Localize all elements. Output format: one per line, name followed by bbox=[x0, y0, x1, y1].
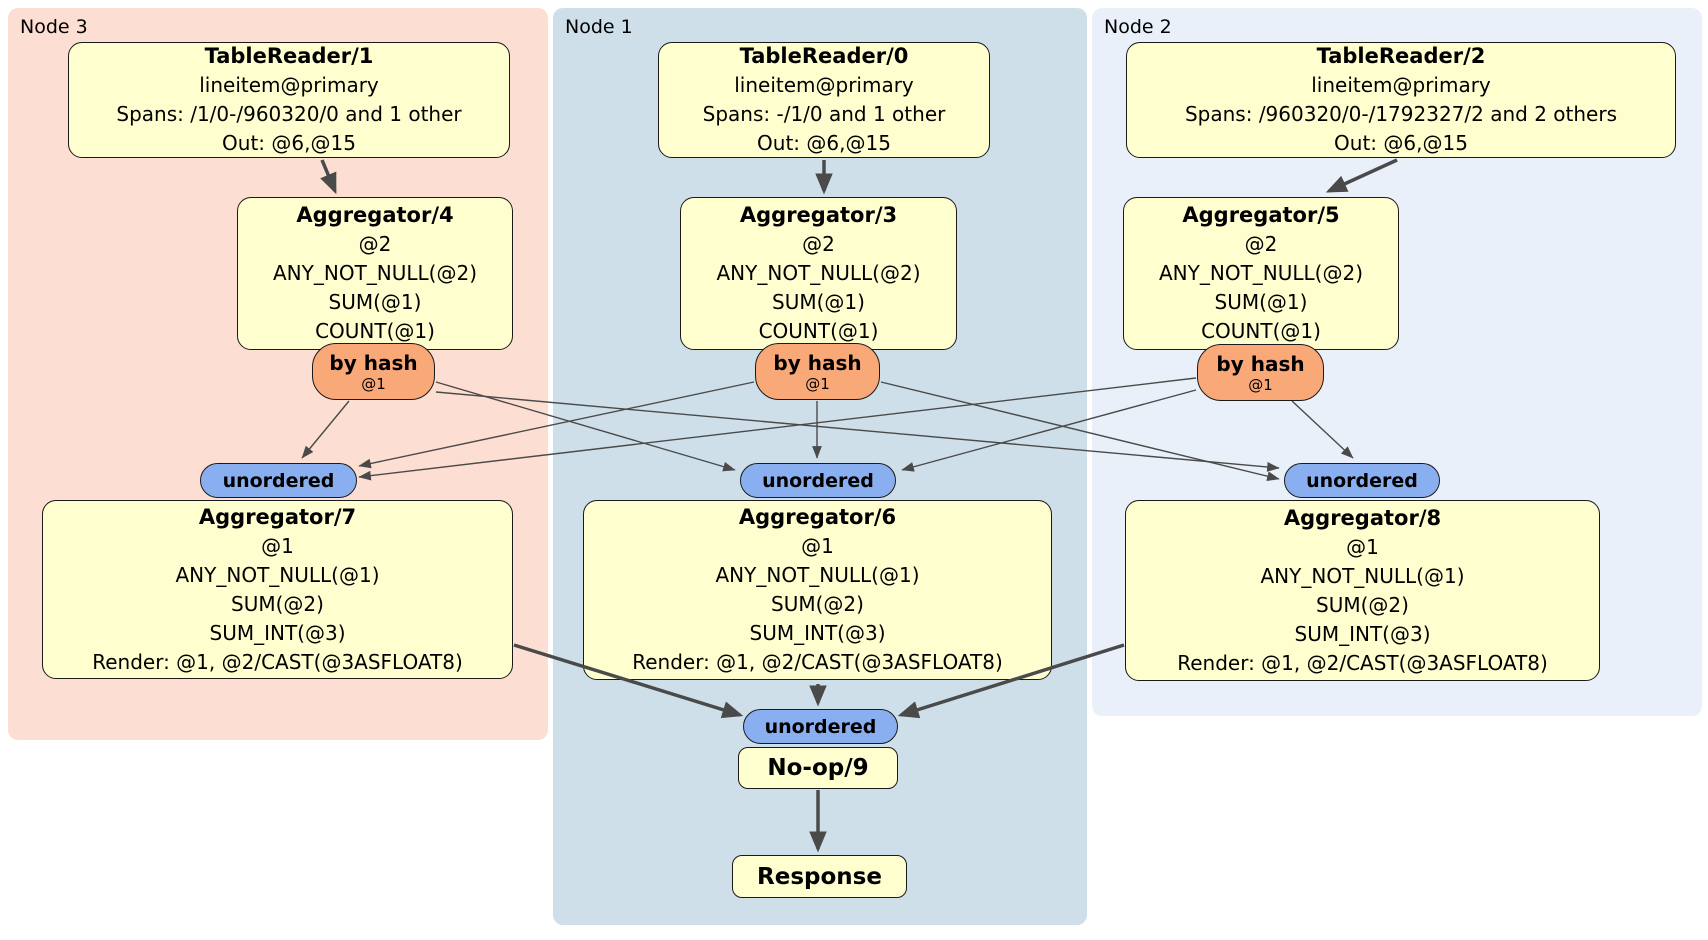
agg-fn: COUNT(@1) bbox=[315, 319, 435, 343]
response-node: Response bbox=[732, 855, 907, 898]
processor-index: lineitem@primary bbox=[1311, 73, 1491, 97]
processor-tablereader-0: TableReader/0 lineitem@primary Spans: -/… bbox=[658, 42, 990, 158]
agg-fn: ANY_NOT_NULL(@2) bbox=[716, 261, 921, 285]
processor-aggregator-5: Aggregator/5 @2 ANY_NOT_NULL(@2) SUM(@1)… bbox=[1123, 197, 1399, 350]
agg-fn: SUM_INT(@3) bbox=[209, 620, 346, 645]
agg-fn: SUM(@1) bbox=[1214, 290, 1308, 314]
agg-fn: COUNT(@1) bbox=[758, 319, 879, 343]
router-key: @1 bbox=[805, 374, 830, 393]
router-label: by hash bbox=[329, 350, 418, 375]
processor-tablereader-2: TableReader/2 lineitem@primary Spans: /9… bbox=[1126, 42, 1676, 158]
processor-aggregator-8: Aggregator/8 @1 ANY_NOT_NULL(@1) SUM(@2)… bbox=[1125, 500, 1600, 681]
group-key: @1 bbox=[1346, 534, 1379, 559]
processor-spans: Spans: /1/0-/960320/0 and 1 other bbox=[116, 102, 462, 126]
processor-aggregator-6: Aggregator/6 @1 ANY_NOT_NULL(@1) SUM(@2)… bbox=[583, 500, 1052, 680]
render-expr: Render: @1, @2/CAST(@3ASFLOAT8) bbox=[1177, 650, 1548, 675]
processor-title: TableReader/1 bbox=[204, 44, 374, 68]
processor-spans: Spans: /960320/0-/1792327/2 and 2 others bbox=[1184, 102, 1617, 126]
agg-fn: SUM(@2) bbox=[231, 591, 324, 616]
router-label: by hash bbox=[773, 350, 862, 375]
agg-fn: SUM(@1) bbox=[772, 290, 865, 314]
processor-tablereader-1: TableReader/1 lineitem@primary Spans: /1… bbox=[68, 42, 510, 158]
group-key: @1 bbox=[801, 534, 834, 558]
processor-title: Aggregator/5 bbox=[1182, 203, 1340, 227]
router-by-hash-node1: by hash @1 bbox=[755, 343, 880, 400]
router-by-hash-node2: by hash @1 bbox=[1197, 344, 1324, 401]
agg-fn: COUNT(@1) bbox=[1201, 319, 1321, 343]
processor-title: Aggregator/8 bbox=[1283, 505, 1442, 530]
group-key: @2 bbox=[1244, 232, 1278, 256]
agg-fn: ANY_NOT_NULL(@1) bbox=[1260, 563, 1465, 588]
router-key: @1 bbox=[1248, 375, 1273, 394]
processor-index: lineitem@primary bbox=[734, 73, 914, 97]
processor-title: Aggregator/6 bbox=[738, 505, 897, 529]
sync-unordered-node3: unordered bbox=[200, 463, 357, 498]
processor-noop-9: No-op/9 bbox=[738, 747, 898, 789]
processor-out: Out: @6,@15 bbox=[1334, 131, 1468, 155]
render-expr: Render: @1, @2/CAST(@3ASFLOAT8) bbox=[632, 650, 1003, 674]
agg-fn: ANY_NOT_NULL(@2) bbox=[273, 261, 477, 285]
agg-fn: ANY_NOT_NULL(@1) bbox=[715, 563, 920, 587]
sync-unordered-final: unordered bbox=[743, 709, 898, 744]
processor-aggregator-4: Aggregator/4 @2 ANY_NOT_NULL(@2) SUM(@1)… bbox=[237, 197, 513, 350]
agg-fn: SUM_INT(@3) bbox=[1294, 621, 1431, 646]
processor-out: Out: @6,@15 bbox=[757, 131, 891, 155]
processor-title: Aggregator/7 bbox=[198, 504, 357, 529]
router-by-hash-node3: by hash @1 bbox=[312, 343, 435, 400]
processor-out: Out: @6,@15 bbox=[222, 131, 356, 155]
processor-title: Aggregator/4 bbox=[296, 203, 454, 227]
sync-unordered-node2: unordered bbox=[1284, 463, 1440, 498]
router-label: by hash bbox=[1216, 351, 1305, 376]
router-key: @1 bbox=[361, 374, 386, 393]
sync-unordered-node1: unordered bbox=[740, 463, 896, 498]
agg-fn: SUM(@1) bbox=[328, 290, 422, 314]
agg-fn: SUM(@2) bbox=[771, 592, 864, 616]
processor-spans: Spans: -/1/0 and 1 other bbox=[702, 102, 946, 126]
node-group-3-label: Node 3 bbox=[20, 16, 88, 38]
group-key: @2 bbox=[358, 232, 392, 256]
agg-fn: SUM(@2) bbox=[1316, 592, 1409, 617]
processor-title: TableReader/2 bbox=[1316, 44, 1486, 68]
render-expr: Render: @1, @2/CAST(@3ASFLOAT8) bbox=[92, 649, 463, 674]
group-key: @2 bbox=[802, 232, 835, 256]
processor-title: TableReader/0 bbox=[739, 44, 909, 68]
node-group-2-label: Node 2 bbox=[1104, 16, 1172, 38]
agg-fn: SUM_INT(@3) bbox=[749, 621, 886, 645]
node-group-1-label: Node 1 bbox=[565, 16, 633, 38]
processor-title: Aggregator/3 bbox=[739, 203, 898, 227]
processor-aggregator-7: Aggregator/7 @1 ANY_NOT_NULL(@1) SUM(@2)… bbox=[42, 500, 513, 679]
processor-index: lineitem@primary bbox=[199, 73, 379, 97]
agg-fn: ANY_NOT_NULL(@2) bbox=[1159, 261, 1363, 285]
agg-fn: ANY_NOT_NULL(@1) bbox=[175, 562, 380, 587]
group-key: @1 bbox=[261, 533, 294, 558]
processor-aggregator-3: Aggregator/3 @2 ANY_NOT_NULL(@2) SUM(@1)… bbox=[680, 197, 957, 350]
